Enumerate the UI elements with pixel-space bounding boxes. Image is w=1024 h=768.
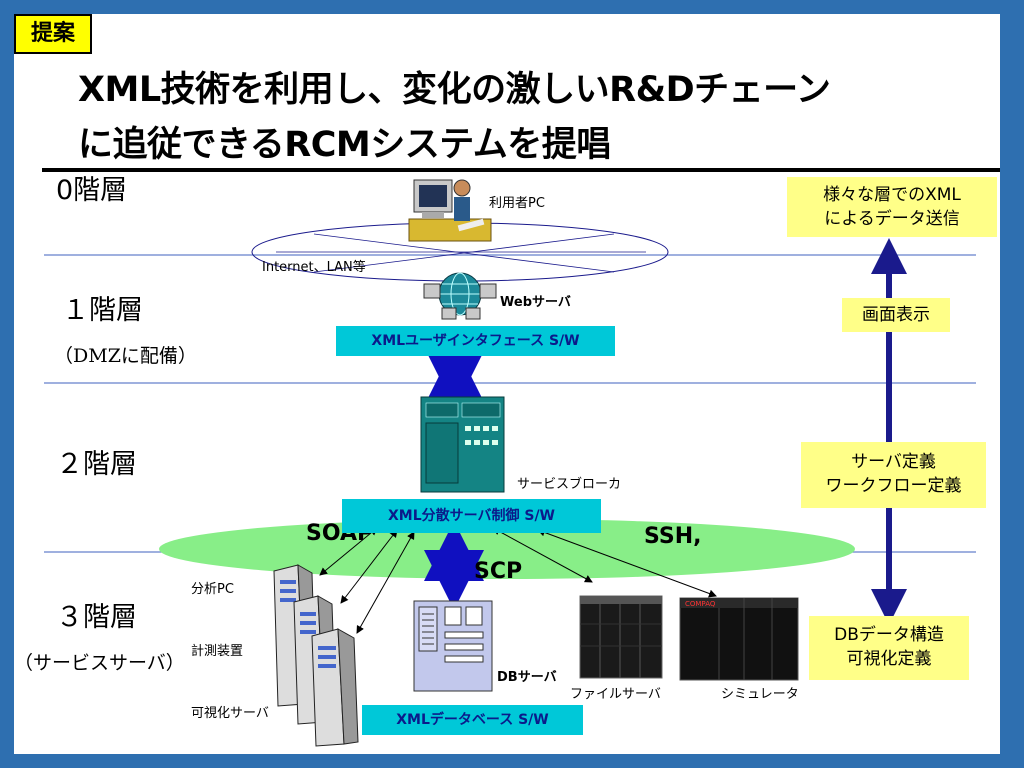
web-server-label: Webサーバ xyxy=(500,295,571,310)
db-definition-note-line-2: 可視化定義 xyxy=(846,649,932,669)
server-definition-note: サーバ定義 ワークフロー定義 xyxy=(801,442,986,508)
db-server-label: DBサーバ xyxy=(497,670,557,685)
arrow-visualization xyxy=(356,531,415,634)
xml-distributed-control-box: XML分散サーバ制御 S/W xyxy=(342,499,601,533)
measurement-label: 計測装置 xyxy=(191,644,244,659)
visualization-server-icon xyxy=(311,628,359,747)
simulator-icon: COMPAQ xyxy=(679,597,799,681)
visualization-server-label: 可視化サーバ xyxy=(191,706,269,721)
xml-transfer-note-line-2: によるデータ送信 xyxy=(824,209,960,229)
service-broker-icon xyxy=(420,396,505,493)
screen-display-note: 画面表示 xyxy=(842,298,950,332)
user-pc-label: 利用者PC xyxy=(489,196,545,211)
db-definition-note: DBデータ構造 可視化定義 xyxy=(809,616,969,680)
layer-0-label: 0階層 xyxy=(56,175,128,206)
xml-transfer-note-line-1: 様々な層でのXML xyxy=(823,185,961,205)
xml-database-software-box: XMLデータベース S/W xyxy=(362,705,583,735)
arrow-simulator xyxy=(537,528,717,598)
slide: 提案 XML技術を利用し、変化の激しいR&Dチェーン に追従できるRCMシステム… xyxy=(14,14,1000,754)
layer-3-label: ３階層 xyxy=(56,602,137,633)
layer-3-note: （サービスサーバ） xyxy=(14,652,185,674)
xml-ui-software-box: XMLユーザインタフェース S/W xyxy=(336,326,615,356)
service-broker-label: サービスブローカ xyxy=(517,477,622,492)
server-definition-note-line-1: サーバ定義 xyxy=(851,452,936,472)
layer-1-note: （DMZに配備） xyxy=(54,345,197,367)
file-server-label: ファイルサーバ xyxy=(570,687,661,702)
network-label: Internet、LAN等 xyxy=(262,260,366,275)
db-server-icon xyxy=(413,600,493,692)
slide-title-line-2: に追従できるRCMシステムを提唱 xyxy=(78,125,611,165)
title-divider xyxy=(42,168,1000,172)
slide-title-line-1: XML技術を利用し、変化の激しいR&Dチェーン xyxy=(78,70,831,110)
user-pc-icon xyxy=(408,179,492,242)
layer-2-label: ２階層 xyxy=(56,449,137,480)
analysis-pc-label: 分析PC xyxy=(191,582,234,597)
scp-label: SCP xyxy=(474,559,523,584)
web-server-globe-icon xyxy=(423,272,497,320)
layer-1-label: １階層 xyxy=(62,295,143,326)
compaq-logo: COMPAQ xyxy=(685,600,716,608)
proposal-badge: 提案 xyxy=(14,14,92,54)
ssh-label: SSH, xyxy=(644,524,702,549)
simulator-label: シミュレータ xyxy=(721,687,799,702)
db-definition-note-line-1: DBデータ構造 xyxy=(834,625,944,645)
server-definition-note-line-2: ワークフロー定義 xyxy=(825,476,962,496)
xml-transfer-note: 様々な層でのXML によるデータ送信 xyxy=(787,177,997,237)
file-server-icon xyxy=(579,595,663,679)
